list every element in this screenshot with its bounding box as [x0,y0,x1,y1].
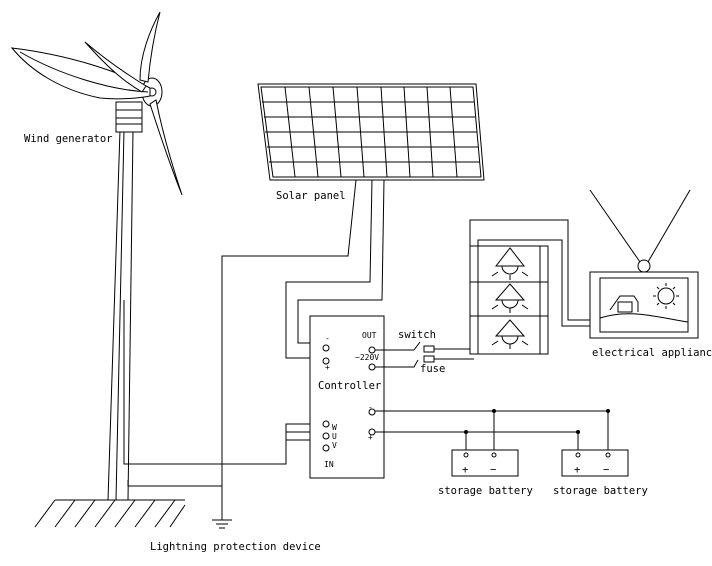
terminal-in: IN [324,460,334,469]
terminal-out-label: OUT [362,331,377,340]
storage-battery-1-label: storage battery [438,485,533,497]
ground-symbol [212,519,232,529]
battery-2-minus: − [603,464,609,476]
terminal-voltage-label: ~220V [355,353,379,362]
switch-label: switch [398,329,436,341]
battery-1-plus: + [462,464,468,476]
lamp-panel [469,219,590,355]
solar-panel [257,83,485,181]
storage-battery-2: + − [561,449,629,477]
terminal-w: W [332,423,337,432]
solar-wiring [221,179,385,520]
terminal-u: U [332,432,337,441]
wind-wiring [123,300,322,487]
blade-left [10,47,151,100]
blade-back [84,41,147,93]
lamp-icon [491,283,529,313]
battery-2-plus: + [574,464,580,476]
storage-battery-2-label: storage battery [553,485,648,497]
controller-label: Controller [318,380,381,392]
battery-1-minus: − [490,464,496,476]
nacelle [115,101,143,133]
controller-box [309,315,385,479]
wind-generator [10,11,186,528]
storage-battery-1: + − [451,449,519,477]
tower [107,129,134,501]
blade-lower [149,99,183,196]
television-icon [589,189,699,339]
electrical-appliance-label: electrical appliance [592,347,712,359]
terminal-solar-plus: + [325,363,330,372]
terminal-battery-plus: + [368,433,373,442]
terminal-v: V [332,441,337,450]
fuse-label: fuse [420,363,445,375]
terminal-solar-minus: - [325,334,330,343]
wind-generator-label: Wind generator [24,133,113,145]
terminal-battery-minus: - [368,403,373,412]
lightning-protection-label: Lightning protection device [150,541,321,553]
switch-fuse [375,341,474,368]
ground-hatch [34,499,186,528]
lamp-icon [491,247,529,280]
blade-upper [139,11,161,83]
lamp-icon [491,319,529,349]
controller: Controller OUT ~220V - + - + W U V IN [309,315,385,479]
solar-panel-label: Solar panel [276,190,346,202]
